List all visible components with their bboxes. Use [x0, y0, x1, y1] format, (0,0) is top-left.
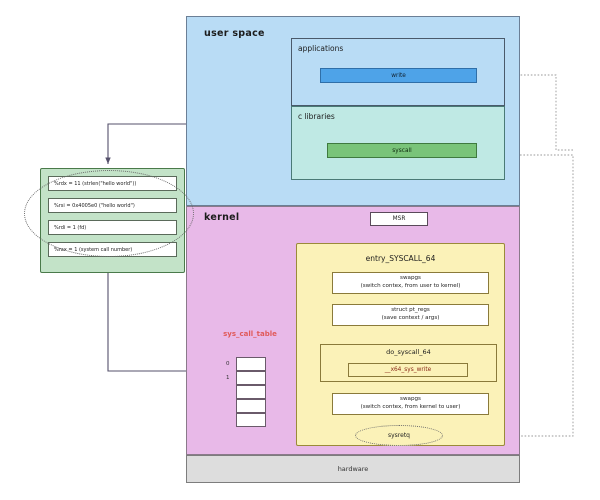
swapgs-user-to-kernel-line2: (switch contex, from user to kernel)	[360, 283, 461, 289]
write-node-label: write	[391, 72, 406, 79]
swapgs-kernel-to-user-node: swapgs (switch contex, from kernel to us…	[332, 393, 489, 415]
register-rax-label: %rax = 1 (system call number)	[54, 246, 133, 253]
register-rdx: %rdx = 11 (strlen("hello world"))	[48, 176, 177, 191]
swapgs-kernel-to-user-line1: swapgs	[400, 396, 421, 403]
syscall-node-label: syscall	[392, 147, 412, 154]
sys-call-table-cell	[236, 413, 266, 427]
msr-node-label: MSR	[392, 216, 406, 222]
syscall-node[interactable]: syscall	[327, 143, 477, 158]
entry-syscall-64-title: entry_SYSCALL_64	[365, 254, 436, 263]
sys-call-table-cell	[236, 399, 266, 413]
region-hardware-label: hardware	[337, 465, 369, 473]
msr-node: MSR	[370, 212, 428, 226]
sysretq-node: sysretq	[355, 425, 443, 446]
register-rdi-label: %rdi = 1 (fd)	[54, 224, 87, 231]
region-kernel-label: kernel	[204, 212, 240, 223]
register-rdx-label: %rdx = 11 (strlen("hello world"))	[54, 180, 137, 187]
register-rsi-label: %rsi = 0x4005e0 ("hello world")	[54, 202, 135, 209]
swapgs-user-to-kernel-line1: swapgs	[400, 275, 421, 282]
sys-call-table-title: sys_call_table	[223, 330, 277, 338]
register-rsi: %rsi = 0x4005e0 ("hello world")	[48, 198, 177, 213]
do-syscall-64-title: do_syscall_64	[386, 348, 431, 356]
sys-call-table-index: 1	[226, 375, 230, 381]
sys-call-table-index: 0	[226, 361, 230, 367]
x64-sys-write-label: __x64_sys_write	[384, 367, 432, 373]
struct-pt-regs-line2: (save context / args)	[381, 315, 440, 321]
c-libraries-label: c libraries	[298, 112, 335, 121]
swapgs-kernel-to-user-line2: (switch contex, from kernel to user)	[360, 404, 461, 410]
sys-call-table-cell	[236, 371, 266, 385]
struct-pt-regs-node: struct pt_regs (save context / args)	[332, 304, 489, 326]
register-rax: %rax = 1 (system call number)	[48, 242, 177, 257]
region-hardware	[186, 455, 520, 483]
struct-pt-regs-line1: struct pt_regs	[391, 307, 430, 314]
sys-call-table-cell	[236, 385, 266, 399]
x64-sys-write-node[interactable]: __x64_sys_write	[348, 363, 468, 377]
write-node[interactable]: write	[320, 68, 477, 83]
swapgs-user-to-kernel-node: swapgs (switch contex, from user to kern…	[332, 272, 489, 294]
sysretq-label: sysretq	[388, 432, 410, 439]
region-user-space-label: user space	[204, 28, 265, 39]
register-rdi: %rdi = 1 (fd)	[48, 220, 177, 235]
sys-call-table-cell	[236, 357, 266, 371]
applications-label: applications	[298, 44, 344, 53]
